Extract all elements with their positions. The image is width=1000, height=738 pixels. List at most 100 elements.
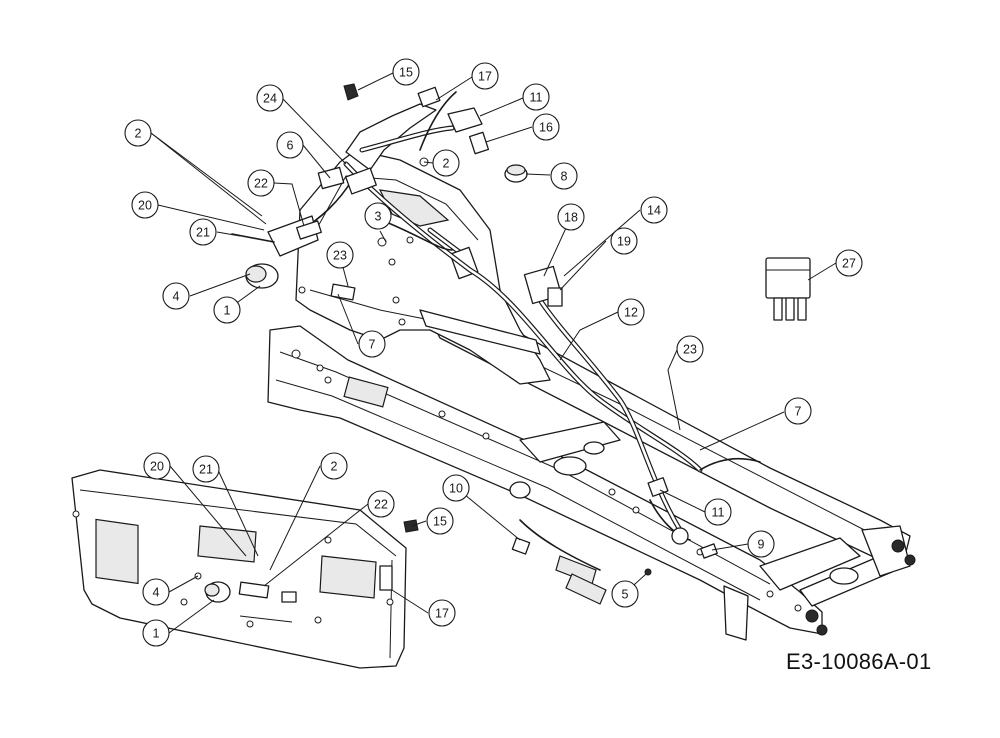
callout-12: 12 [617,298,645,326]
callout-14: 14 [640,196,668,224]
callout-circle [426,507,454,535]
callout-10: 10 [442,474,470,502]
callout-17: 17 [428,599,456,627]
callout-circle [131,191,159,219]
callout-circle [320,452,348,480]
callout-21: 21 [189,218,217,246]
callout-label: 1 [153,627,160,641]
callout-circle [192,455,220,483]
callout-label: 9 [758,538,765,552]
callout-24: 24 [256,84,284,112]
callout-21: 21 [192,455,220,483]
callout-16: 16 [532,113,560,141]
callout-2: 2 [124,119,152,147]
callout-11: 11 [522,83,550,111]
callout-label: 7 [795,405,802,419]
callout-label: 3 [375,210,382,224]
callout-label: 15 [399,66,413,80]
callout-label: 2 [135,127,142,141]
callout-circle [142,619,170,647]
callout-label: 19 [617,235,631,249]
callout-label: 18 [564,211,578,225]
callout-circle [532,113,560,141]
callout-label: 12 [624,306,638,320]
callout-label: 23 [683,343,697,357]
callout-label: 14 [647,204,661,218]
callout-circle [364,202,392,230]
callout-20: 20 [143,452,171,480]
callout-circle [256,84,284,112]
callout-circle [617,298,645,326]
callout-circle [143,452,171,480]
callout-circle [522,83,550,111]
callout-circle [162,282,190,310]
callout-circle [640,196,668,224]
callout-label: 22 [254,177,268,191]
callout-label: 21 [199,463,213,477]
callout-8: 8 [550,162,578,190]
callout-7: 7 [358,330,386,358]
callout-circle [747,530,775,558]
callout-circle [471,62,499,90]
callout-circle [392,58,420,86]
callout-label: 21 [196,226,210,240]
callout-label: 4 [153,586,160,600]
panel-grille [95,518,139,585]
callout-label: 2 [443,157,450,171]
callout-label: 17 [478,70,492,84]
callout-9: 9 [747,530,775,558]
callout-circle [442,474,470,502]
leader-lines [150,72,837,634]
callout-23: 23 [676,335,704,363]
callout-23: 23 [326,241,354,269]
callout-circle [835,249,863,277]
callout-circle [557,203,585,231]
callout-2: 2 [432,149,460,177]
callout-15: 15 [426,507,454,535]
callout-label: 5 [622,588,629,602]
callout-label: 20 [150,460,164,474]
callout-22: 22 [247,169,275,197]
callout-circle [611,580,639,608]
callout-label: 22 [374,498,388,512]
callout-19: 19 [610,227,638,255]
callout-circle [326,241,354,269]
callout-label: 8 [561,170,568,184]
callout-label: 23 [333,249,347,263]
callout-4: 4 [162,282,190,310]
components-lower [509,477,718,605]
callout-17: 17 [471,62,499,90]
callout-circle [704,498,732,526]
callout-5: 5 [611,580,639,608]
callout-2: 2 [320,452,348,480]
steering-tower [295,103,551,385]
callout-1: 1 [142,619,170,647]
callout-label: 7 [369,338,376,352]
callout-label: 2 [331,460,338,474]
callout-circle [247,169,275,197]
callout-label: 17 [435,607,449,621]
components-upper [231,83,811,321]
callout-27: 27 [835,249,863,277]
callout-label: 6 [287,139,294,153]
callout-22: 22 [367,490,395,518]
callout-circle [784,397,812,425]
callout-circle [367,490,395,518]
callout-circle [189,218,217,246]
callout-label: 1 [224,304,231,318]
callout-7: 7 [784,397,812,425]
callout-3: 3 [364,202,392,230]
callout-label: 11 [712,506,725,520]
callout-label: 24 [263,92,277,106]
callout-label: 10 [449,482,463,496]
callout-label: 15 [433,515,447,529]
callout-4: 4 [142,578,170,606]
callout-label: 16 [539,121,553,135]
callout-circle [358,330,386,358]
callout-circle [432,149,460,177]
callout-circle [676,335,704,363]
drawing-code: E3-10086A-01 [786,649,932,674]
callout-label: 4 [173,290,180,304]
